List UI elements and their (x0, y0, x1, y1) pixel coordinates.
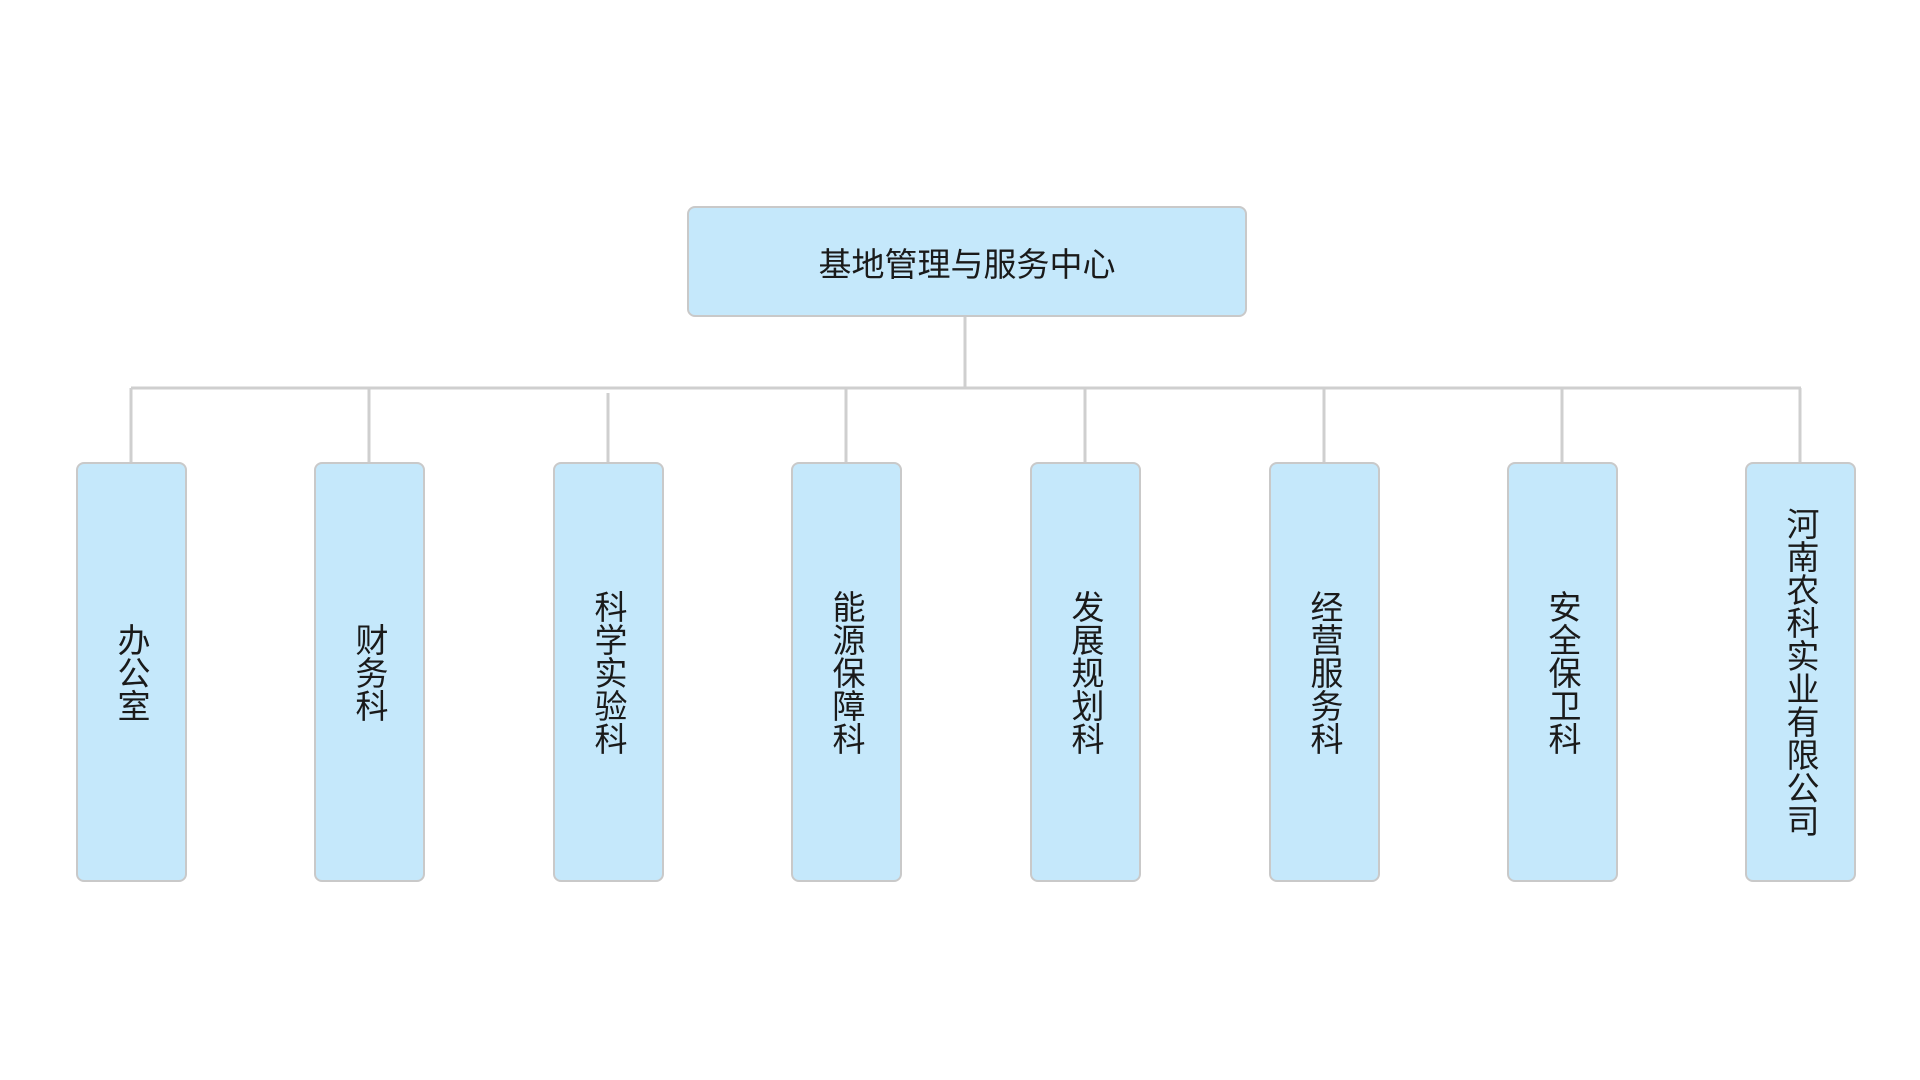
department-node-label: 财务科 (350, 622, 389, 722)
root-node: 基地管理与服务中心 (687, 206, 1247, 317)
department-node-security: 安全保卫科 (1507, 462, 1618, 882)
department-node-energy-support: 能源保障科 (791, 462, 902, 882)
department-node-label: 发展规划科 (1066, 589, 1105, 755)
department-node-label: 经营服务科 (1305, 589, 1344, 755)
department-node-label: 科学实验科 (589, 589, 628, 755)
department-node-development-planning: 发展规划科 (1030, 462, 1141, 882)
department-node-label: 能源保障科 (827, 589, 866, 755)
department-node-label: 办公室 (112, 622, 151, 722)
department-node-science-experiment: 科学实验科 (553, 462, 664, 882)
department-node-label: 安全保卫科 (1543, 589, 1582, 755)
department-node-finance: 财务科 (314, 462, 425, 882)
department-node-company: 河南农科实业有限公司 (1745, 462, 1856, 882)
department-node-office: 办公室 (76, 462, 187, 882)
department-node-label: 河南农科实业有限公司 (1781, 507, 1820, 837)
department-node-business-service: 经营服务科 (1269, 462, 1380, 882)
root-node-label: 基地管理与服务中心 (818, 244, 1116, 284)
